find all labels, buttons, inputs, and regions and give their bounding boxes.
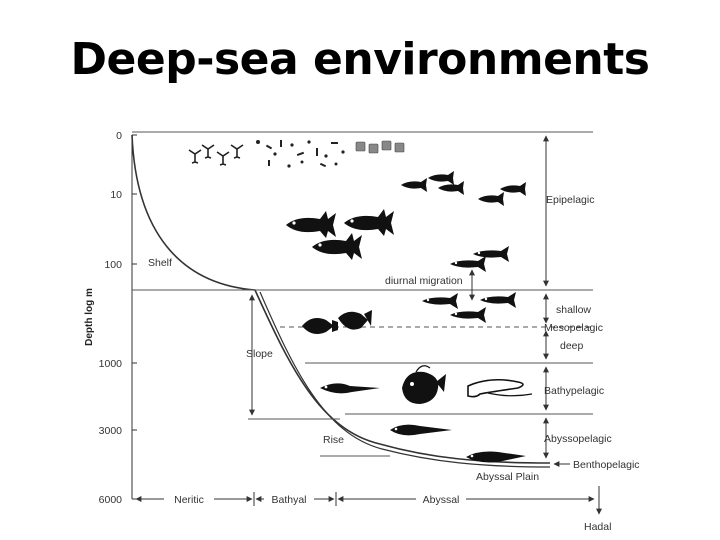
depth-ticks [132,134,137,500]
epipelagic-small-fish [401,171,526,206]
zone-label-deep: deep [560,340,584,352]
tick-label-100: 100 [104,259,122,271]
bathyal-label-bg [264,491,314,507]
abyssal-plain-label: Abyssal Plain [476,471,539,483]
tick-label-3000: 3000 [99,425,123,437]
benthopelagic-fish [466,451,526,463]
gulper-eel [467,378,524,398]
zone-label-abyssopelagic: Abyssopelagic [544,433,612,445]
zone-label-shallow: shallow [556,304,591,316]
depth-axis-label: Depth log m [84,288,95,346]
zone-label-bathypelagic: Bathypelagic [544,385,604,397]
tick-label-0: 0 [116,130,122,142]
zone-label-abyssal: Abyssal [423,494,460,506]
seafloor-profile-inner [259,291,551,468]
abyssopelagic-fish [390,424,452,436]
zone-label-benthopelagic: Benthopelagic [573,459,640,471]
zone-label-hadal: Hadal [584,521,611,533]
deep-sea-diagram: 0 10 100 1000 3000 6000 Depth log m Shel… [84,130,640,533]
rise-label: Rise [323,434,344,446]
zone-label-bathyal: Bathyal [271,494,306,506]
zone-boundaries [132,131,593,415]
seafloor-profile [131,134,551,464]
neritic-label-bg [164,491,214,507]
mesopelagic-fish [302,310,372,334]
particles-group [256,140,345,168]
zone-label-mesopelagic: Mesopelagic [544,322,603,334]
diurnal-migration-label: diurnal migration [385,275,463,287]
tuna-fish [286,209,394,260]
abyssal-label-bg [416,491,466,507]
plankton-group [188,144,244,166]
tick-label-6000: 6000 [99,494,123,506]
slide-title: Deep-sea environments [70,34,650,85]
slope-label: Slope [246,348,273,360]
surface-containers-group [355,140,405,154]
zone-label-epipelagic: Epipelagic [546,194,594,206]
tick-label-10: 10 [110,189,122,201]
bathypelagic-fish [320,365,533,404]
anglerfish [402,371,446,404]
zone-label-neritic: Neritic [174,494,204,506]
tick-label-1000: 1000 [99,358,123,370]
shelf-label: Shelf [148,257,172,269]
